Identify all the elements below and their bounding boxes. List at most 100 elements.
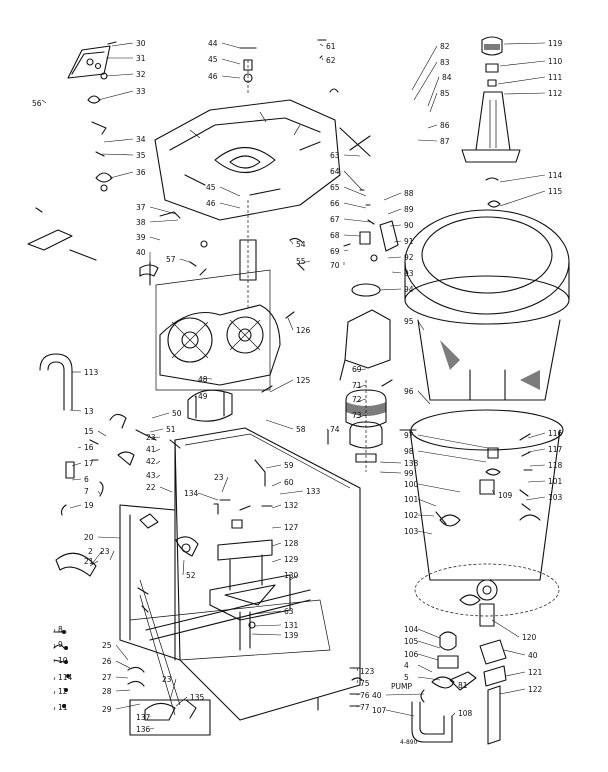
leader-line <box>297 260 311 265</box>
leader-line <box>53 659 56 663</box>
leader-line <box>389 224 402 227</box>
part-number-label: 75 <box>360 679 370 688</box>
part-number-label: 17 <box>84 459 94 468</box>
part-number-label: 23 <box>214 473 224 482</box>
part-number-label: 51 <box>166 425 176 434</box>
top-left-bracket <box>27 41 181 277</box>
part-number-label: 110 <box>548 57 563 66</box>
leader-line <box>77 446 82 449</box>
leader-line <box>175 696 188 707</box>
part-number-label: 96 <box>404 387 414 396</box>
part-number-label: 11 <box>58 703 68 712</box>
leader-line <box>115 644 129 661</box>
leader-line <box>53 643 56 649</box>
part-number-label: 9 <box>58 640 63 649</box>
leader-line <box>417 320 425 331</box>
leader-line <box>69 409 82 412</box>
leader-line <box>97 90 134 101</box>
leader-line <box>343 218 371 223</box>
part-number-label: 46 <box>208 72 218 81</box>
leader-line <box>529 464 546 467</box>
leader-line <box>417 450 487 463</box>
leader-line <box>319 43 324 47</box>
leader-line <box>387 256 402 259</box>
part-number-label: 52 <box>186 571 196 580</box>
leader-line <box>149 436 161 439</box>
part-number-label: 86 <box>440 121 450 130</box>
leader-line <box>221 476 229 493</box>
leader-line <box>199 377 213 380</box>
part-number-label: 27 <box>102 673 112 682</box>
leader-line <box>111 42 134 47</box>
leader-line <box>497 76 546 85</box>
leader-line <box>499 190 546 207</box>
part-number-label: 62 <box>326 56 336 65</box>
leader-line <box>221 42 241 49</box>
leader-line <box>197 492 219 501</box>
part-number-label: 70 <box>330 261 340 270</box>
leader-line <box>343 154 361 157</box>
part-number-label: 127 <box>284 523 299 532</box>
leader-line <box>355 414 367 419</box>
part-number-label: 73 <box>352 411 362 420</box>
leader-line <box>155 474 161 479</box>
leader-line <box>356 667 359 672</box>
leader-line <box>69 504 82 509</box>
part-number-label: 13 <box>84 407 94 416</box>
leader-line <box>149 219 179 223</box>
part-number-label: 66 <box>330 199 340 208</box>
part-number-label: 7 <box>84 487 89 496</box>
leader-line <box>417 676 441 681</box>
part-number-label: 23 <box>162 675 172 684</box>
wash-tub <box>404 209 570 627</box>
part-number-label: 130 <box>284 571 299 580</box>
leader-line <box>417 498 437 507</box>
right-side-parts <box>399 429 533 525</box>
transmission-assembly <box>154 47 341 310</box>
part-number-label: 101 <box>404 495 419 504</box>
leader-line <box>153 448 161 453</box>
part-number-label: 82 <box>440 42 450 51</box>
part-number-label: 65 <box>330 183 340 192</box>
part-number-label: 64 <box>330 167 340 176</box>
leader-line <box>194 395 197 399</box>
part-number-label: 83 <box>440 58 450 67</box>
part-number-label: 54 <box>296 240 306 249</box>
leader-line <box>182 559 185 576</box>
part-number-label: 38 <box>136 218 146 227</box>
leader-line <box>271 504 282 509</box>
part-number-label: 44 <box>208 39 218 48</box>
leader-line <box>413 61 438 101</box>
part-number-label: 50 <box>172 409 182 418</box>
part-number-label: 81 <box>458 681 468 690</box>
leader-line <box>527 480 546 483</box>
leader-line <box>179 258 191 263</box>
leader-line <box>265 419 294 430</box>
leader-line <box>149 428 164 433</box>
part-number-label: 85 <box>440 89 450 98</box>
part-number-label: 16 <box>84 443 94 452</box>
leader-line <box>151 412 170 419</box>
leader-line <box>115 689 131 692</box>
part-number-label: 136 <box>136 725 151 734</box>
part-number-label: 39 <box>136 233 146 242</box>
part-number-label: 121 <box>528 668 543 677</box>
leader-line <box>115 703 141 710</box>
part-number-label: 84 <box>442 73 452 82</box>
part-number-label: 32 <box>136 70 146 79</box>
leader-line <box>289 239 294 245</box>
part-number-label: 49 <box>198 392 208 401</box>
leader-line <box>271 558 282 563</box>
leader-line <box>169 678 177 701</box>
leader-line <box>149 206 177 215</box>
leader-line <box>53 690 56 695</box>
part-number-label: 67 <box>330 215 340 224</box>
part-number-label: 139 <box>284 631 299 640</box>
part-number-label: 115 <box>548 187 563 196</box>
part-number-label: 34 <box>136 135 146 144</box>
leader-line <box>356 705 359 708</box>
leader-line <box>221 75 241 79</box>
part-number-label: 137 <box>136 713 151 722</box>
leader-line <box>427 76 440 107</box>
part-number-label: 30 <box>136 39 146 48</box>
